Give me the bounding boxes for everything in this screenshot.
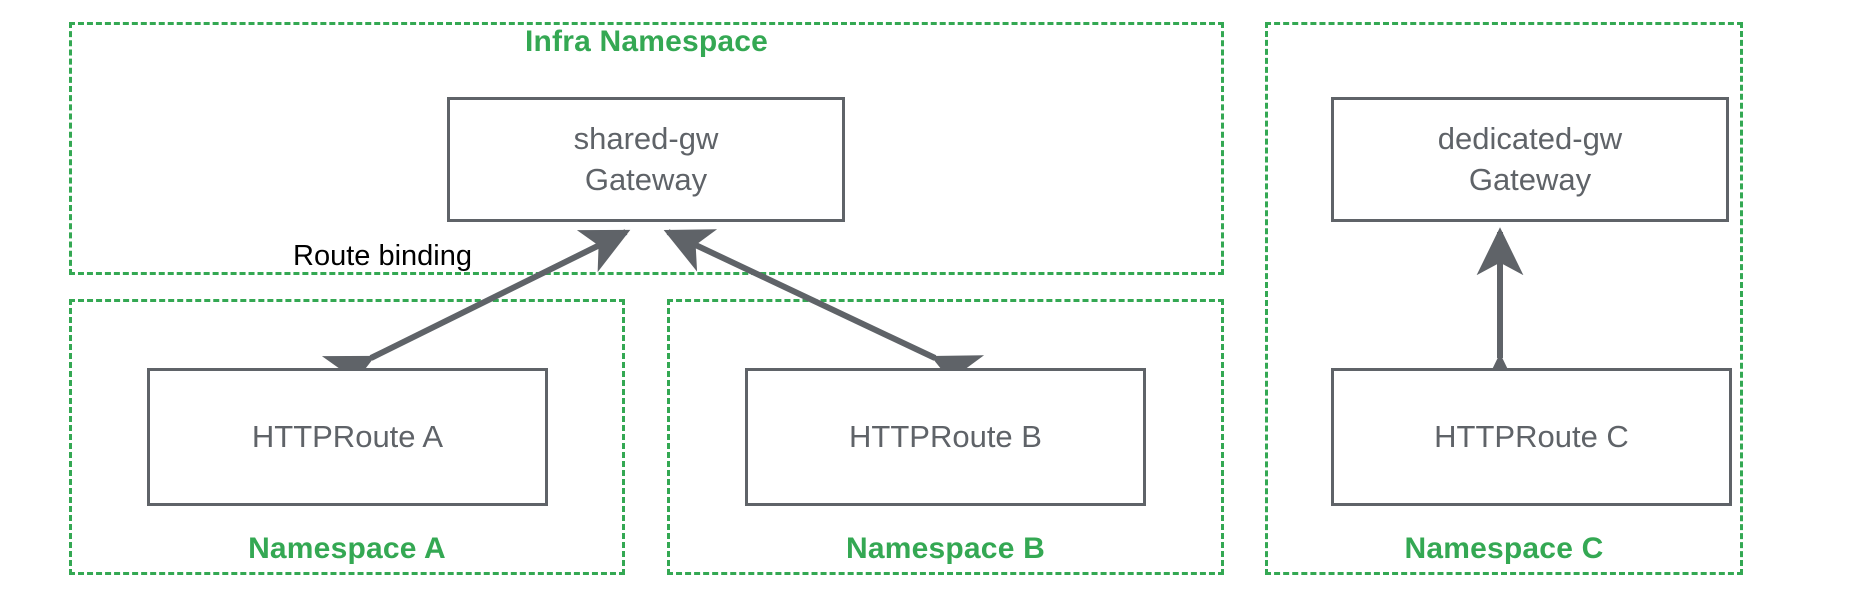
- resource-box-shared-gw[interactable]: shared-gw Gateway: [447, 97, 845, 222]
- namespace-label-c: Namespace C: [1404, 532, 1604, 565]
- resource-name-dedicated-gw: dedicated-gw: [1437, 121, 1623, 157]
- namespace-box-infra: [69, 22, 1224, 275]
- namespace-label-a: Namespace A: [248, 532, 446, 565]
- resource-kind-dedicated-gw: Gateway: [1468, 161, 1592, 197]
- resource-box-route-c[interactable]: HTTPRoute C: [1331, 368, 1732, 506]
- namespace-box-c: [1265, 22, 1743, 575]
- namespace-label-infra: Infra Namespace: [524, 25, 769, 58]
- resource-box-route-a[interactable]: HTTPRoute A: [147, 368, 548, 506]
- namespace-label-b: Namespace B: [846, 532, 1045, 565]
- resource-kind-shared-gw: Gateway: [584, 161, 708, 197]
- edge-label-route-binding: Route binding: [293, 240, 472, 272]
- resource-box-dedicated-gw[interactable]: dedicated-gw Gateway: [1331, 97, 1729, 222]
- resource-name-route-c: HTTPRoute C: [1434, 418, 1629, 454]
- resource-box-route-b[interactable]: HTTPRoute B: [745, 368, 1146, 506]
- resource-name-route-b: HTTPRoute B: [849, 418, 1042, 454]
- resource-name-route-a: HTTPRoute A: [251, 418, 444, 454]
- resource-name-shared-gw: shared-gw: [573, 121, 719, 157]
